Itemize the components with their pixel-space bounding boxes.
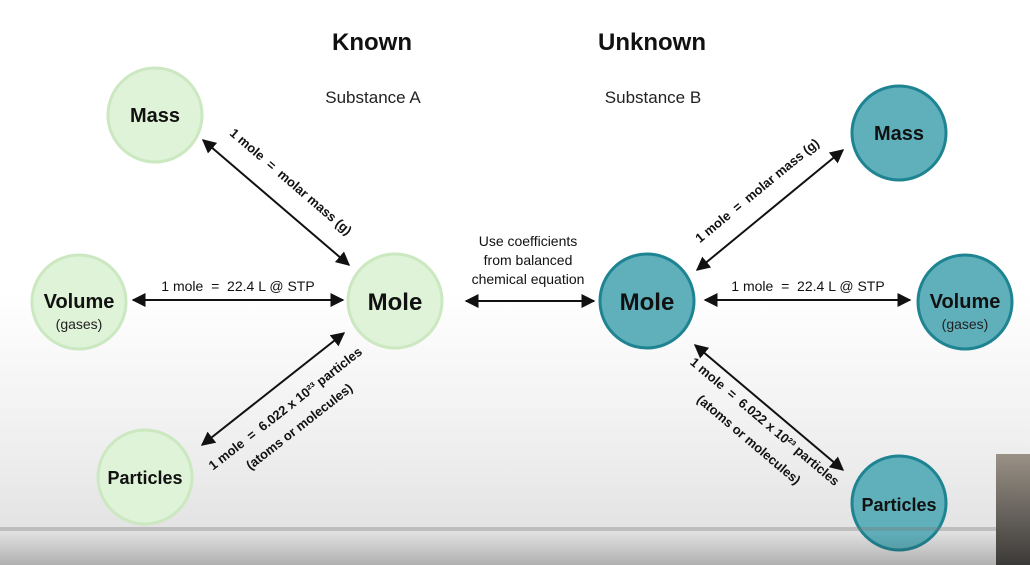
unknown-particles-mole-arrow (693, 344, 845, 471)
known-mass-node (106, 66, 204, 164)
unknown-mole-label: Mole (620, 289, 675, 316)
unknown-mass-label: Mass (874, 123, 924, 145)
known-particles-relation-1: 1 mole = 6.022 x 10²³ particles (206, 344, 365, 473)
center-note-line-3: chemical equation (472, 271, 585, 287)
known-particles-mole-arrow (200, 332, 346, 446)
known-mole-node (346, 252, 444, 350)
unknown-mass-relation: 1 mole = molar mass (g) (692, 135, 822, 245)
unknown-particles-node (850, 454, 948, 552)
known-particles-node (96, 428, 194, 526)
known-volume-relation: 1 mole = 22.4 L @ STP (161, 278, 314, 294)
unknown-volume-node (916, 253, 1014, 351)
substance-b-label: Substance B (605, 88, 701, 107)
known-volume-sub: (gases) (56, 316, 103, 332)
unknown-volume-label: Volume (930, 291, 1001, 313)
known-mass-label: Mass (130, 105, 180, 127)
unknown-mole-node (598, 252, 696, 350)
known-mass-relation: 1 mole = molar mass (g) (227, 125, 355, 238)
unknown-mass-node (850, 84, 948, 182)
video-control-bar (0, 531, 1030, 565)
known-volume-node (30, 253, 128, 351)
known-mole-label: Mole (368, 289, 423, 316)
unknown-mass-mole-arrow (695, 149, 845, 271)
known-particles-label: Particles (107, 468, 182, 488)
webcam-thumbnail (996, 454, 1030, 565)
center-note-line-2: from balanced (484, 252, 573, 268)
substance-a-label: Substance A (325, 88, 421, 107)
known-volume-label: Volume (44, 291, 115, 313)
unknown-volume-sub: (gases) (942, 316, 989, 332)
unknown-volume-relation: 1 mole = 22.4 L @ STP (731, 278, 884, 294)
video-progress-track[interactable] (0, 527, 1030, 531)
unknown-heading: Unknown (598, 29, 706, 56)
center-note-line-1: Use coefficients (479, 233, 578, 249)
unknown-particles-relation-1: 1 mole = 6.022 x 10²³ particles (687, 354, 842, 488)
known-heading: Known (332, 29, 412, 56)
known-mass-mole-arrow (201, 139, 351, 266)
unknown-particles-label: Particles (861, 495, 936, 515)
